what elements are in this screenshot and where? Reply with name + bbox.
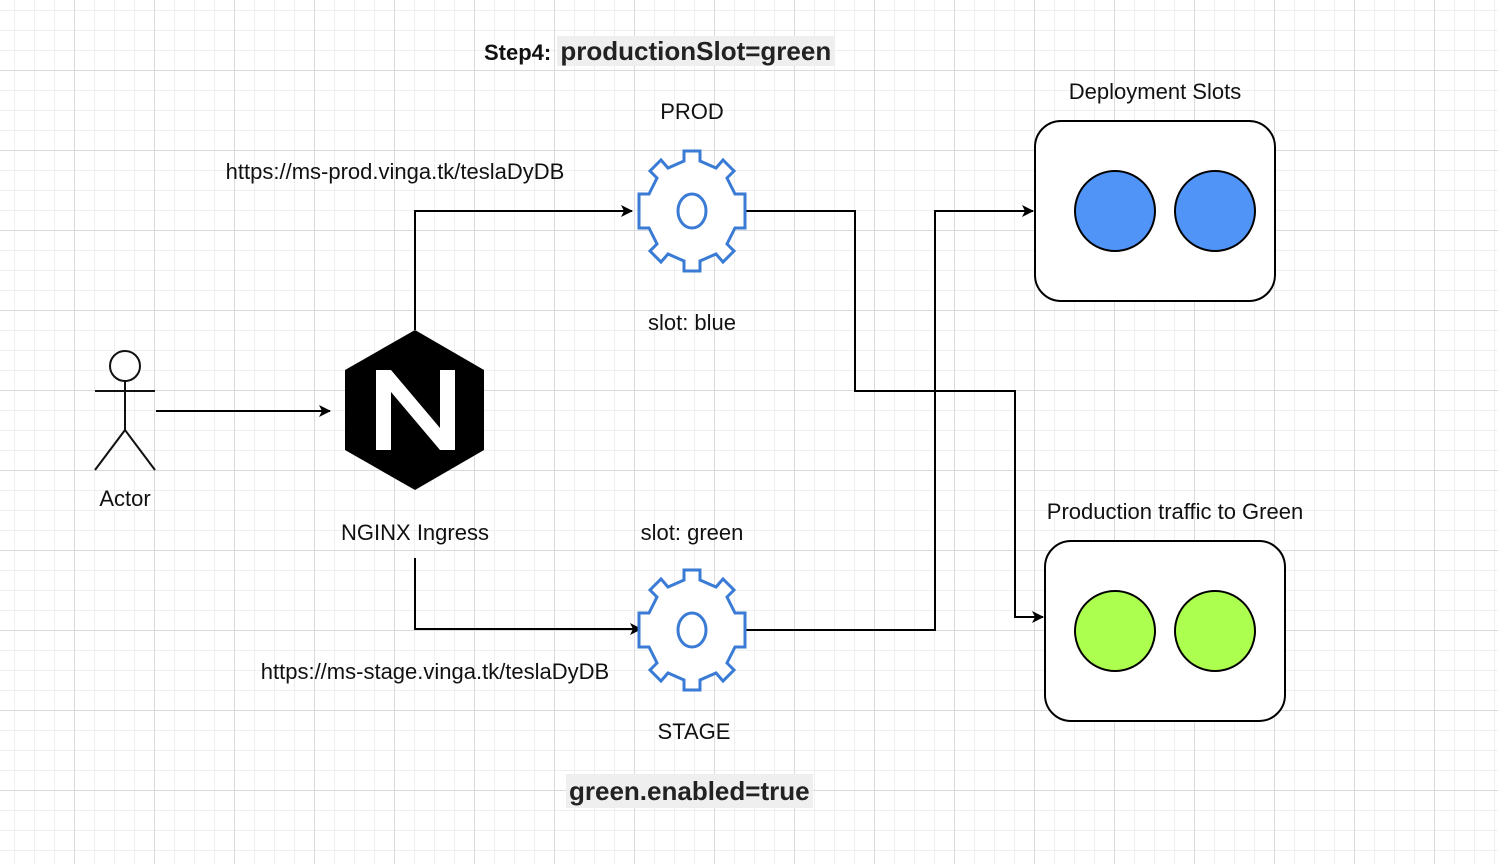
stage-url: https://ms-stage.vinga.tk/teslaDyDB [260, 659, 610, 684]
connector-ingress-to-stage [414, 558, 642, 635]
prod-url: https://ms-prod.vinga.tk/teslaDyDB [225, 159, 565, 184]
production-traffic-title: Production traffic to Green [1046, 499, 1304, 524]
prod-title: PROD [660, 99, 724, 124]
stage-slot-label: slot: green [640, 520, 744, 545]
actor-label: Actor [99, 486, 151, 511]
step-command: productionSlot=green [557, 36, 835, 66]
prod-gear-icon [637, 149, 747, 273]
connector-ingress-to-prod [414, 205, 633, 330]
prod-slot-label: slot: blue [647, 310, 737, 335]
green-slot-circle-1 [1074, 590, 1156, 672]
actor-icon [94, 350, 156, 471]
step-prefix: Step4: [484, 40, 552, 65]
production-traffic-box [1044, 540, 1286, 722]
green-enabled-flag: green.enabled=true [566, 774, 813, 808]
step-title: Step4: productionSlot=green [484, 34, 835, 70]
stage-title: STAGE [657, 719, 731, 744]
stage-gear-icon [637, 568, 747, 692]
green-slot-circle-2 [1174, 590, 1256, 672]
deployment-slots-title: Deployment Slots [1068, 79, 1242, 104]
blue-slot-circle-1 [1074, 170, 1156, 252]
connector-stage-to-deployment-slots [745, 205, 1034, 631]
ingress-label: NGINX Ingress [341, 520, 489, 545]
nginx-logo-icon [345, 330, 484, 490]
blue-slot-circle-2 [1174, 170, 1256, 252]
connector-prod-to-production-traffic [745, 210, 1044, 623]
